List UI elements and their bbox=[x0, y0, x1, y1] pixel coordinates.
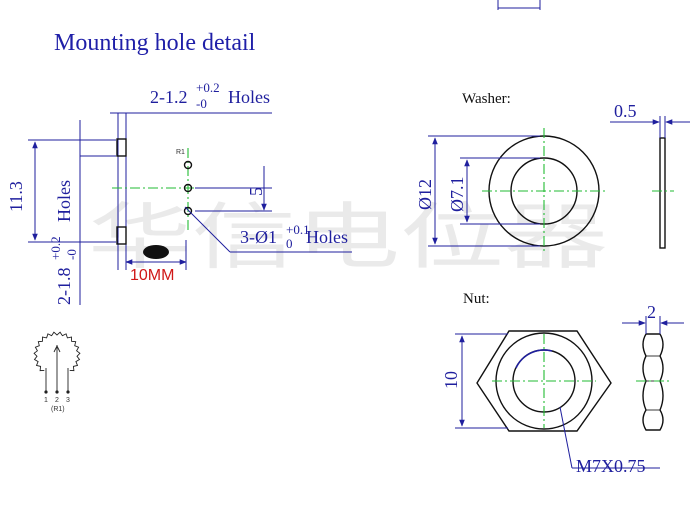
nut-height-dim: 10 bbox=[441, 371, 461, 389]
height-dim: 11.3 bbox=[6, 181, 26, 212]
washer-inner-dia: Ø7.1 bbox=[447, 177, 467, 213]
red-note: 10MM bbox=[130, 267, 174, 284]
left-holes-label: 2-1.8 bbox=[54, 268, 74, 306]
holes-tol-upper: +0.2 bbox=[196, 80, 220, 95]
nut-thread-arc bbox=[515, 349, 553, 369]
nut-diagram: Nut: 10 M7X0.75 2 bbox=[441, 291, 684, 476]
holes-tol-lower: -0 bbox=[196, 96, 207, 111]
pin-label-3: 3 bbox=[66, 397, 70, 404]
top-fragment bbox=[497, 0, 541, 10]
pin-spacing-dim: 5 bbox=[246, 187, 266, 196]
pin-hole-2 bbox=[183, 183, 193, 193]
nut-label: Nut: bbox=[463, 291, 490, 307]
pin-hole-3 bbox=[183, 206, 193, 216]
washer-thickness: 0.5 bbox=[614, 101, 637, 121]
left-holes-suffix: Holes bbox=[54, 180, 74, 222]
pin-tol-upper: +0.1 bbox=[286, 222, 310, 237]
ref-tag: R1 bbox=[176, 149, 185, 156]
left-tol-upper: +0.2 bbox=[48, 236, 63, 260]
nut-hexagon bbox=[476, 330, 612, 432]
pin-tol-lower: 0 bbox=[286, 236, 293, 251]
holes-suffix: Holes bbox=[228, 87, 270, 107]
washer-side-view bbox=[659, 137, 666, 249]
pin-holes-label: 3-Ø1 bbox=[240, 227, 277, 247]
nut-side-view bbox=[642, 333, 664, 431]
mount-hole-top bbox=[116, 138, 127, 157]
mount-hole-bottom bbox=[116, 226, 127, 245]
gear-outline bbox=[33, 331, 81, 372]
pin-label-1: 1 bbox=[44, 397, 48, 404]
pin-hole-1 bbox=[183, 160, 193, 170]
potentiometer-symbol: 1 2 3 (R1) bbox=[33, 331, 81, 413]
watermark: 华信电位器 bbox=[88, 195, 608, 279]
symbol-ref: (R1) bbox=[51, 406, 65, 413]
pin-label-2: 2 bbox=[55, 397, 59, 404]
nut-thread: M7X0.75 bbox=[576, 456, 646, 476]
washer-outer-dia: Ø12 bbox=[415, 179, 435, 210]
left-tol-lower: -0 bbox=[64, 249, 79, 260]
nut-thickness: 2 bbox=[647, 302, 656, 322]
washer-label: Washer: bbox=[462, 91, 511, 107]
washer-diagram: Washer: Ø12 Ø7.1 0.5 bbox=[415, 91, 690, 254]
page-title: Mounting hole detail bbox=[54, 30, 256, 56]
ink-blot bbox=[143, 245, 169, 259]
holes-dim-label: 2-1.2 bbox=[150, 87, 188, 107]
left-holes-dim: 2-1.8 bbox=[54, 268, 74, 306]
pin-holes-suffix: Holes bbox=[306, 227, 348, 247]
mounting-hole-diagram: 2-1.2 +0.2 -0 Holes 11.3 2-1.8 +0.2 -0 H… bbox=[6, 80, 352, 305]
